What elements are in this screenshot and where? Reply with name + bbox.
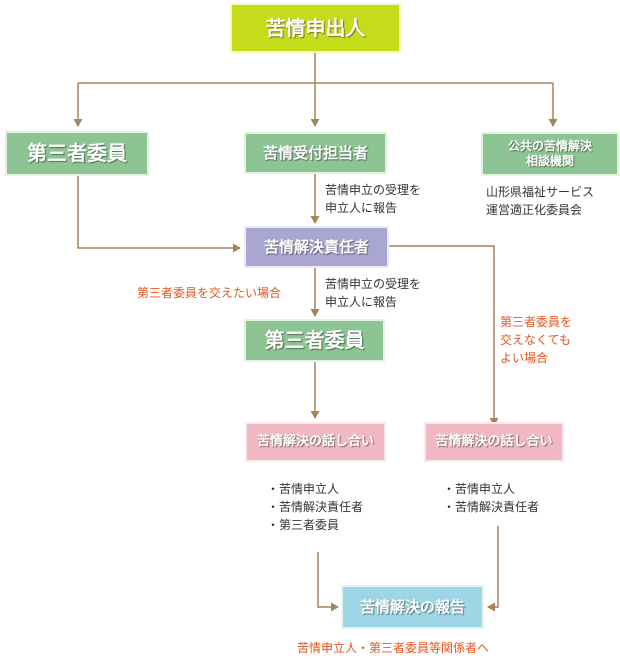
resolution-report-label: 苦情解決の報告 xyxy=(359,597,465,616)
participants-right: ・苦情申立人 ・苦情解決責任者 xyxy=(443,482,540,514)
without-third-party-note: 第三者委員を 交えなくても よい場合 xyxy=(500,315,573,365)
connector-right-report xyxy=(487,526,499,612)
complaint-receptionist-box: 苦情受付担当者 xyxy=(244,132,387,174)
discussion-left-label: 苦情解決の話し合い xyxy=(256,433,374,449)
connector-resolver-right-discussion xyxy=(389,245,499,426)
third-party-committee-box: 第三者委員 xyxy=(5,131,149,176)
discussion-left-box: 苦情解決の話し合い xyxy=(245,422,386,462)
third-party-committee-mid-box: 第三者委員 xyxy=(244,319,385,362)
third-party-committee-label: 第三者委員 xyxy=(27,141,127,165)
resolver-note: 苦情申立の受理を 申立人に報告 xyxy=(325,277,422,309)
resolution-report-box: 苦情解決の報告 xyxy=(341,585,484,629)
report-recipients-note: 苦情申立人・第三者委員等関係者へ xyxy=(297,641,490,655)
discussion-right-box: 苦情解決の話し合い xyxy=(424,422,564,462)
connector-left-report xyxy=(317,552,339,612)
complaint-receptionist-label: 苦情受付担当者 xyxy=(262,143,368,162)
complaint-resolver-box: 苦情解決責任者 xyxy=(244,226,389,268)
with-third-party-note: 第三者委員を交えたい場合 xyxy=(137,286,282,300)
connector-third-party-resolver xyxy=(77,176,241,253)
participants-left: ・苦情申立人 ・苦情解決責任者 ・第三者委員 xyxy=(267,482,364,532)
discussion-right-label: 苦情解決の話し合い xyxy=(435,433,553,449)
complainant-label: 苦情申出人 xyxy=(265,15,366,40)
public-consultation-body-box: 公共の苦情解決 相談機関 xyxy=(481,132,619,176)
complaint-resolver-label: 苦情解決責任者 xyxy=(263,237,369,256)
public-consultation-body-label: 公共の苦情解決 相談機関 xyxy=(507,139,592,168)
third-party-committee-mid-label: 第三者委員 xyxy=(264,328,365,352)
complainant-box: 苦情申出人 xyxy=(230,3,401,53)
receptionist-note: 苦情申立の受理を 申立人に報告 xyxy=(325,183,422,215)
public-body-detail: 山形県福祉サービス 運営適正化委員会 xyxy=(486,185,595,217)
